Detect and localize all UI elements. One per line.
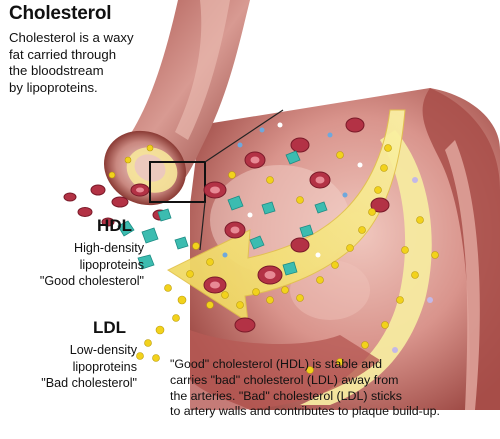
cholesterol-description: Cholesterol is a waxy fat carried throug… (9, 30, 169, 96)
hdl-description-line: High-density (74, 241, 144, 255)
hdl-description-line: "Good cholesterol" (39, 274, 144, 288)
description-line: fat carried through (9, 46, 117, 62)
ldl-description-line: Low-density (69, 343, 137, 357)
caption-line: "Good" cholesterol (HDL) is stable and (170, 357, 382, 371)
caption-line: to artery walls and contributes to plaqu… (170, 404, 440, 419)
plaque-deposit (300, 130, 432, 405)
hdl-description-line: lipoproteins (79, 257, 144, 272)
caption: "Good" cholesterol (HDL) is stable and c… (170, 357, 498, 420)
caption-line: the arteries. "Bad" cholesterol (LDL) st… (170, 388, 402, 403)
ldl-description-line: lipoproteins (72, 359, 137, 374)
description-line: the bloodstream (9, 63, 104, 78)
ldl-particles (108, 144, 439, 374)
transport-arrow (166, 109, 406, 323)
page-title: Cholesterol (9, 3, 112, 24)
zoom-indicator (149, 109, 284, 251)
description-line: by lipoproteins. (9, 79, 98, 95)
hdl-particles (117, 150, 328, 276)
hdl-label: HDL (97, 216, 132, 235)
small-particles (222, 122, 433, 353)
ldl-description: Low-density lipoproteins "Bad cholestero… (0, 342, 137, 392)
hdl-description: High-density lipoproteins "Good choleste… (4, 240, 144, 290)
caption-line: carries "bad" cholesterol (LDL) away fro… (170, 372, 399, 387)
ldl-label: LDL (92, 318, 126, 337)
ldl-description-line: "Bad cholesterol" (41, 376, 137, 390)
description-line: Cholesterol is a waxy (9, 30, 134, 45)
